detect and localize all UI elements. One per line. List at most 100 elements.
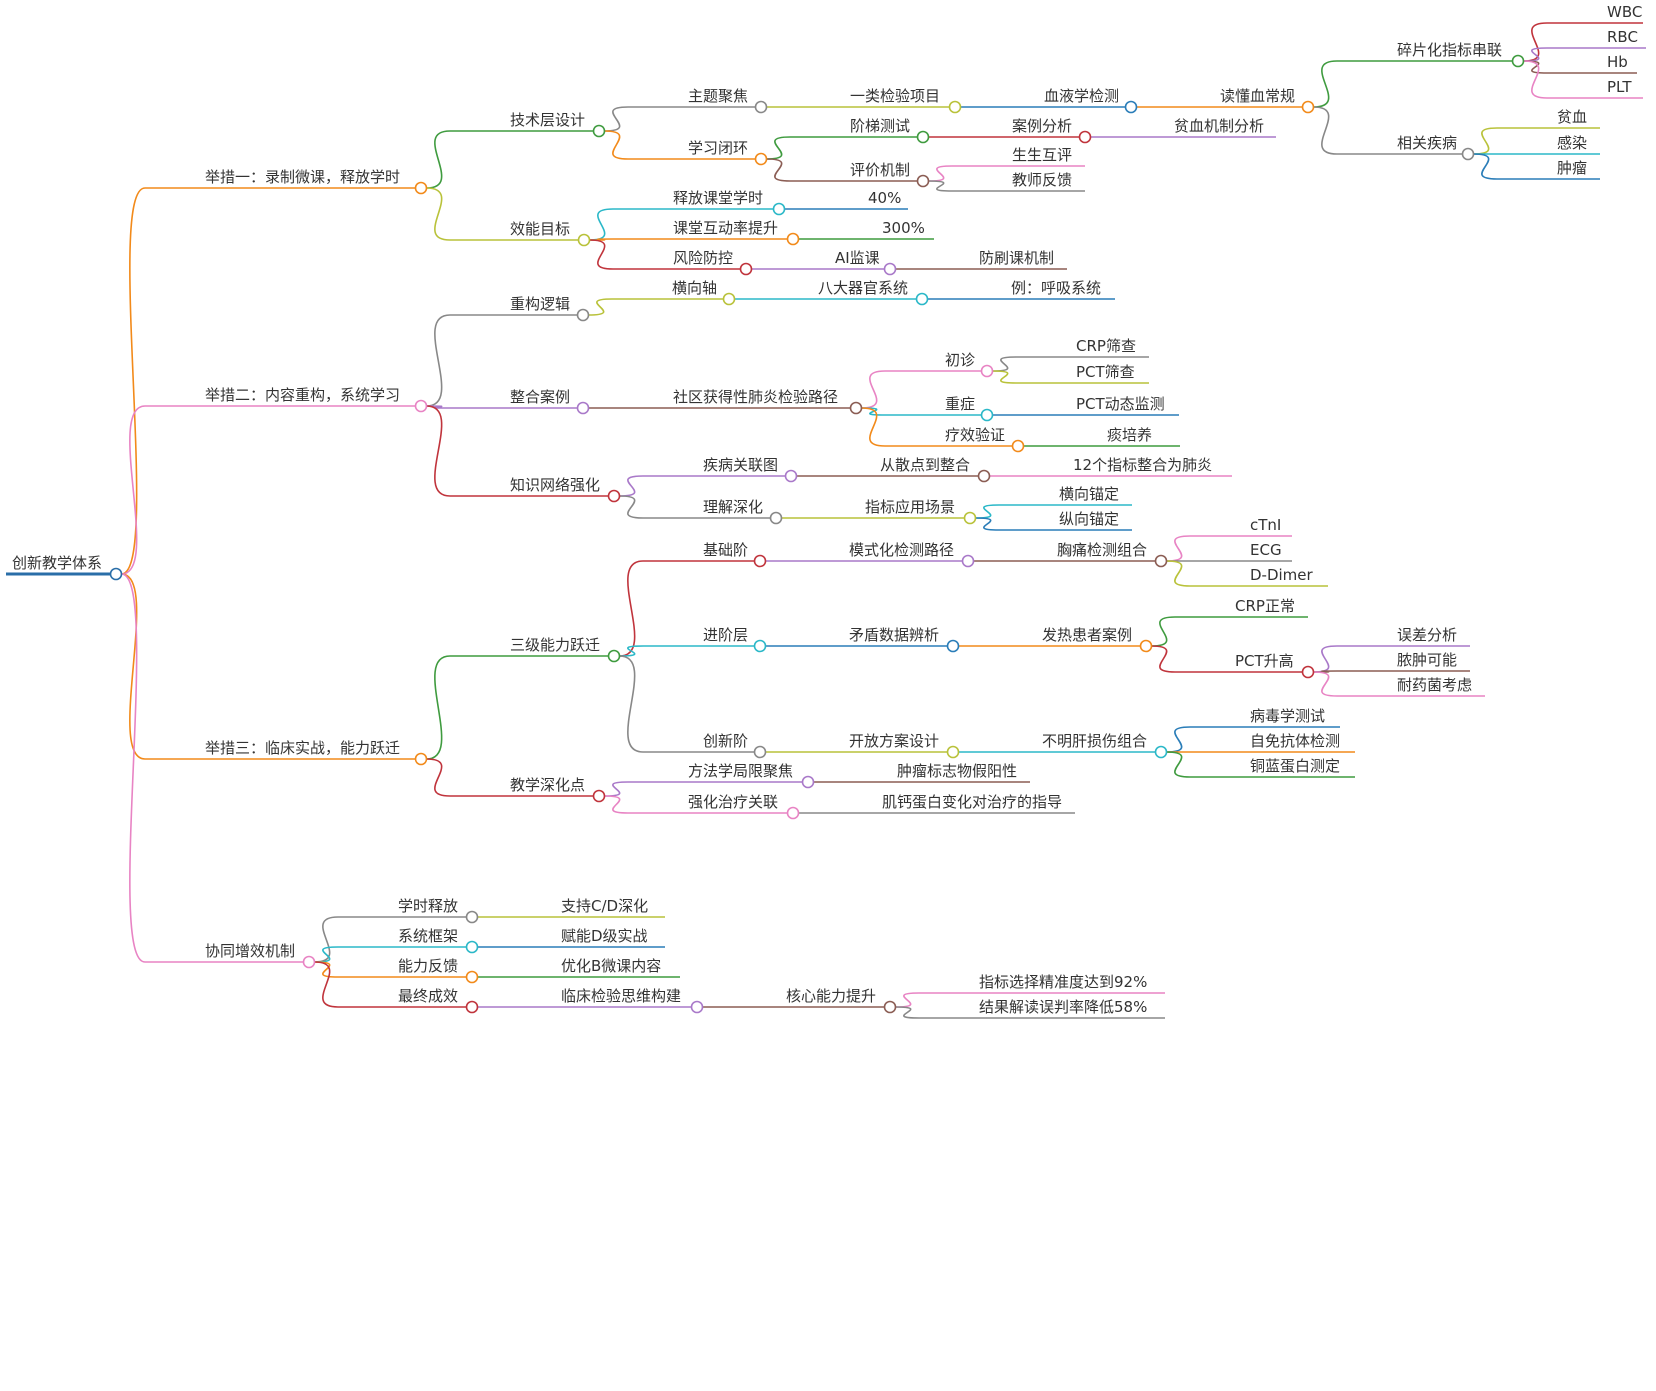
node-label-root-2-0-1-0-0-1[interactable]: PCT升高 [1235, 652, 1294, 670]
collapse-toggle-root-0-0[interactable] [592, 124, 606, 138]
collapse-toggle-root-1-1[interactable] [576, 401, 590, 415]
node-label-root-0-1[interactable]: 效能目标 [510, 220, 570, 238]
node-label-root-3-0-0[interactable]: 支持C/D深化 [561, 897, 648, 915]
node-label-root-2-0-1-0-0-1-1[interactable]: 脓肿可能 [1397, 651, 1457, 669]
node-label-root-1[interactable]: 举措二：内容重构，系统学习 [205, 386, 400, 404]
collapse-toggle-root-2-0[interactable] [607, 649, 621, 663]
node-label-root-1-2-1-0-0[interactable]: 横向锚定 [1059, 485, 1119, 503]
collapse-toggle-root-0-0-0-0-0[interactable] [1124, 100, 1138, 114]
node-label-root-1-1-0-0-0[interactable]: CRP筛查 [1076, 337, 1136, 355]
node-label-root-0-0-0-0-0-0-0-1[interactable]: RBC [1607, 28, 1638, 46]
collapse-toggle-root-1-1-0-2[interactable] [1011, 439, 1025, 453]
collapse-toggle-root-0[interactable] [414, 181, 428, 195]
node-label-root-0-0-0-0[interactable]: 一类检验项目 [850, 87, 940, 105]
node-label-root-1-2-1-0[interactable]: 指标应用场景 [865, 498, 955, 516]
node-label-root-2-1-1[interactable]: 强化治疗关联 [688, 793, 778, 811]
node-label-root-3-1[interactable]: 系统框架 [398, 927, 458, 945]
collapse-toggle-root-0-0-1-1[interactable] [916, 174, 930, 188]
collapse-toggle-root-2-0-1-0-0-1[interactable] [1301, 665, 1315, 679]
collapse-toggle-root[interactable] [109, 567, 123, 581]
node-label-root-0-0-0-0-0-0-0-3[interactable]: PLT [1607, 78, 1632, 96]
collapse-toggle-root-1[interactable] [414, 399, 428, 413]
node-label-root-2-0-0[interactable]: 基础阶 [703, 541, 748, 559]
node-label-root-1-2-0[interactable]: 疾病关联图 [703, 456, 778, 474]
node-label-root-1-2-1[interactable]: 理解深化 [703, 498, 763, 516]
collapse-toggle-root-1-2-0[interactable] [784, 469, 798, 483]
node-label-root-0-1-2-0-0[interactable]: 防刷课机制 [979, 249, 1054, 267]
node-label-root-0-1-1[interactable]: 课堂互动率提升 [673, 219, 778, 237]
collapse-toggle-root-2-0-0[interactable] [753, 554, 767, 568]
node-label-root-1-0-0[interactable]: 横向轴 [672, 279, 717, 297]
node-label-root-1-0-0-0-0[interactable]: 例：呼吸系统 [1011, 279, 1101, 297]
node-label-root-3-2[interactable]: 能力反馈 [398, 957, 458, 975]
collapse-toggle-root-1-1-0-0[interactable] [980, 364, 994, 378]
node-label-root-1-1-0-0[interactable]: 初诊 [945, 351, 975, 369]
collapse-toggle-root-0-1-2-0[interactable] [883, 262, 897, 276]
node-label-root-1-2-1-0-1[interactable]: 纵向锚定 [1059, 510, 1119, 528]
node-label-root-2-0-2-0[interactable]: 开放方案设计 [849, 732, 939, 750]
node-label-root-2-0-2-0-0-0[interactable]: 病毒学测试 [1250, 707, 1325, 725]
collapse-toggle-root-3-0[interactable] [465, 910, 479, 924]
collapse-toggle-root-2-0-1[interactable] [753, 639, 767, 653]
collapse-toggle-root-2-0-0-0[interactable] [961, 554, 975, 568]
collapse-toggle-root-2-0-2[interactable] [753, 745, 767, 759]
node-label-root-0-1-1-0[interactable]: 300% [882, 219, 925, 237]
collapse-toggle-root-1-0-0[interactable] [722, 292, 736, 306]
collapse-toggle-root-0-0-1[interactable] [754, 152, 768, 166]
collapse-toggle-root-3-3[interactable] [465, 1000, 479, 1014]
node-label-root-1-1-0[interactable]: 社区获得性肺炎检验路径 [673, 388, 838, 406]
collapse-toggle-root-3-2[interactable] [465, 970, 479, 984]
collapse-toggle-root-1-0-0-0[interactable] [915, 292, 929, 306]
node-label-root-2[interactable]: 举措三：临床实战，能力跃迁 [205, 739, 400, 757]
collapse-toggle-root-1-2-1[interactable] [769, 511, 783, 525]
collapse-toggle-root-1-1-0[interactable] [849, 401, 863, 415]
node-label-root-2-1[interactable]: 教学深化点 [510, 776, 585, 794]
collapse-toggle-root-0-0-1-0[interactable] [916, 130, 930, 144]
node-label-root-1-1-0-2[interactable]: 疗效验证 [945, 426, 1005, 444]
node-label-root-0-0-1-1[interactable]: 评价机制 [850, 161, 910, 179]
node-label-root-2-1-0-0[interactable]: 肿瘤标志物假阳性 [897, 762, 1017, 780]
collapse-toggle-root-1-0[interactable] [576, 308, 590, 322]
collapse-toggle-root-2-1-1[interactable] [786, 806, 800, 820]
node-label-root-2-0-0-0-0-0[interactable]: cTnI [1250, 516, 1281, 534]
node-label-root-0-0-1-0[interactable]: 阶梯测试 [850, 117, 910, 135]
node-label-root-2-0-1-0-0-1-2[interactable]: 耐药菌考虑 [1397, 676, 1472, 694]
node-label-root-0-0-1-0-0[interactable]: 案例分析 [1012, 117, 1072, 135]
node-label-root-1-2-0-0-0[interactable]: 12个指标整合为肺炎 [1073, 456, 1212, 474]
root-node-label[interactable]: 创新教学体系 [12, 554, 102, 572]
node-label-root-3-3-0-0[interactable]: 核心能力提升 [786, 987, 876, 1005]
node-label-root-0-0-0-0-0-0[interactable]: 读懂血常规 [1220, 87, 1295, 105]
node-label-root-2-0-1-0-0-0[interactable]: CRP正常 [1235, 597, 1295, 615]
collapse-toggle-root-3[interactable] [302, 955, 316, 969]
collapse-toggle-root-0-0-1-0-0[interactable] [1078, 130, 1092, 144]
node-label-root-0-0-1-0-0-0[interactable]: 贫血机制分析 [1174, 117, 1264, 135]
collapse-toggle-root-1-2-1-0[interactable] [963, 511, 977, 525]
collapse-toggle-root-1-1-0-1[interactable] [980, 408, 994, 422]
node-label-root-2-0-0-0-0[interactable]: 胸痛检测组合 [1057, 541, 1147, 559]
collapse-toggle-root-2-0-2-0-0[interactable] [1154, 745, 1168, 759]
node-label-root-0-0-1[interactable]: 学习闭环 [688, 139, 748, 157]
collapse-toggle-root-3-3-0-0[interactable] [883, 1000, 897, 1014]
collapse-toggle-root-3-3-0[interactable] [690, 1000, 704, 1014]
node-label-root-2-0-2[interactable]: 创新阶 [703, 732, 748, 750]
node-label-root-1-1-0-1[interactable]: 重症 [945, 395, 975, 413]
collapse-toggle-root-1-2[interactable] [607, 489, 621, 503]
node-label-root-0-0-0-0-0-0-1-2[interactable]: 肿瘤 [1557, 159, 1587, 177]
collapse-toggle-root-2-0-0-0-0[interactable] [1154, 554, 1168, 568]
node-label-root-2-0-2-0-0-1[interactable]: 自免抗体检测 [1250, 732, 1340, 750]
node-label-root-1-0[interactable]: 重构逻辑 [510, 295, 570, 313]
node-label-root-0-0-0-0-0-0-1-0[interactable]: 贫血 [1557, 108, 1587, 126]
node-label-root-0-0-0-0-0[interactable]: 血液学检测 [1044, 87, 1119, 105]
node-label-root-3[interactable]: 协同增效机制 [205, 942, 295, 960]
collapse-toggle-root-0-1-1[interactable] [786, 232, 800, 246]
node-label-root-0-1-0[interactable]: 释放课堂学时 [673, 189, 763, 207]
collapse-toggle-root-3-1[interactable] [465, 940, 479, 954]
node-label-root-0-1-2[interactable]: 风险防控 [673, 249, 733, 267]
node-label-root-1-2[interactable]: 知识网络强化 [510, 476, 600, 494]
node-label-root-2-0-0-0-0-2[interactable]: D-Dimer [1250, 566, 1314, 584]
node-label-root-3-0[interactable]: 学时释放 [398, 897, 458, 915]
node-label-root-0-1-2-0[interactable]: AI监课 [835, 249, 880, 267]
node-label-root-0-0-0-0-0-0-0-0[interactable]: WBC [1607, 3, 1642, 21]
node-label-root-2-0-1-0[interactable]: 矛盾数据辨析 [849, 626, 939, 644]
collapse-toggle-root-1-2-0-0[interactable] [977, 469, 991, 483]
